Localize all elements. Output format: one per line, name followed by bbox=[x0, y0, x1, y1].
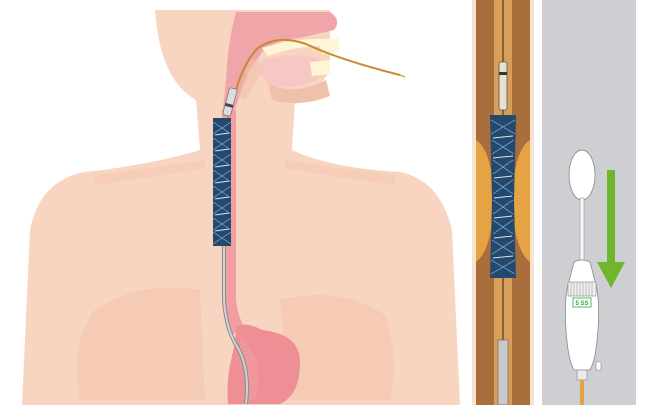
delivery-handle-panel: 5 SS bbox=[542, 0, 636, 405]
handle-label-text: 5 SS bbox=[575, 301, 588, 307]
stent-detail-panel bbox=[472, 0, 534, 405]
detail-catheter-marker bbox=[499, 72, 507, 75]
esophageal-stent bbox=[213, 118, 231, 246]
right-lung-shading bbox=[280, 295, 394, 400]
handle-connector bbox=[577, 370, 587, 380]
handle-side-button bbox=[596, 362, 601, 370]
handle-body bbox=[565, 260, 598, 370]
detail-stent bbox=[490, 115, 516, 278]
handle-top-grip bbox=[569, 150, 595, 200]
handle-stem bbox=[580, 198, 584, 260]
guidewire-tip bbox=[400, 75, 405, 77]
detail-catheter-tip bbox=[499, 62, 507, 110]
lower-teeth bbox=[310, 60, 330, 76]
detail-outer-sheath bbox=[498, 340, 508, 405]
handle-catheter bbox=[580, 380, 584, 405]
anatomy-illustration bbox=[0, 0, 466, 405]
